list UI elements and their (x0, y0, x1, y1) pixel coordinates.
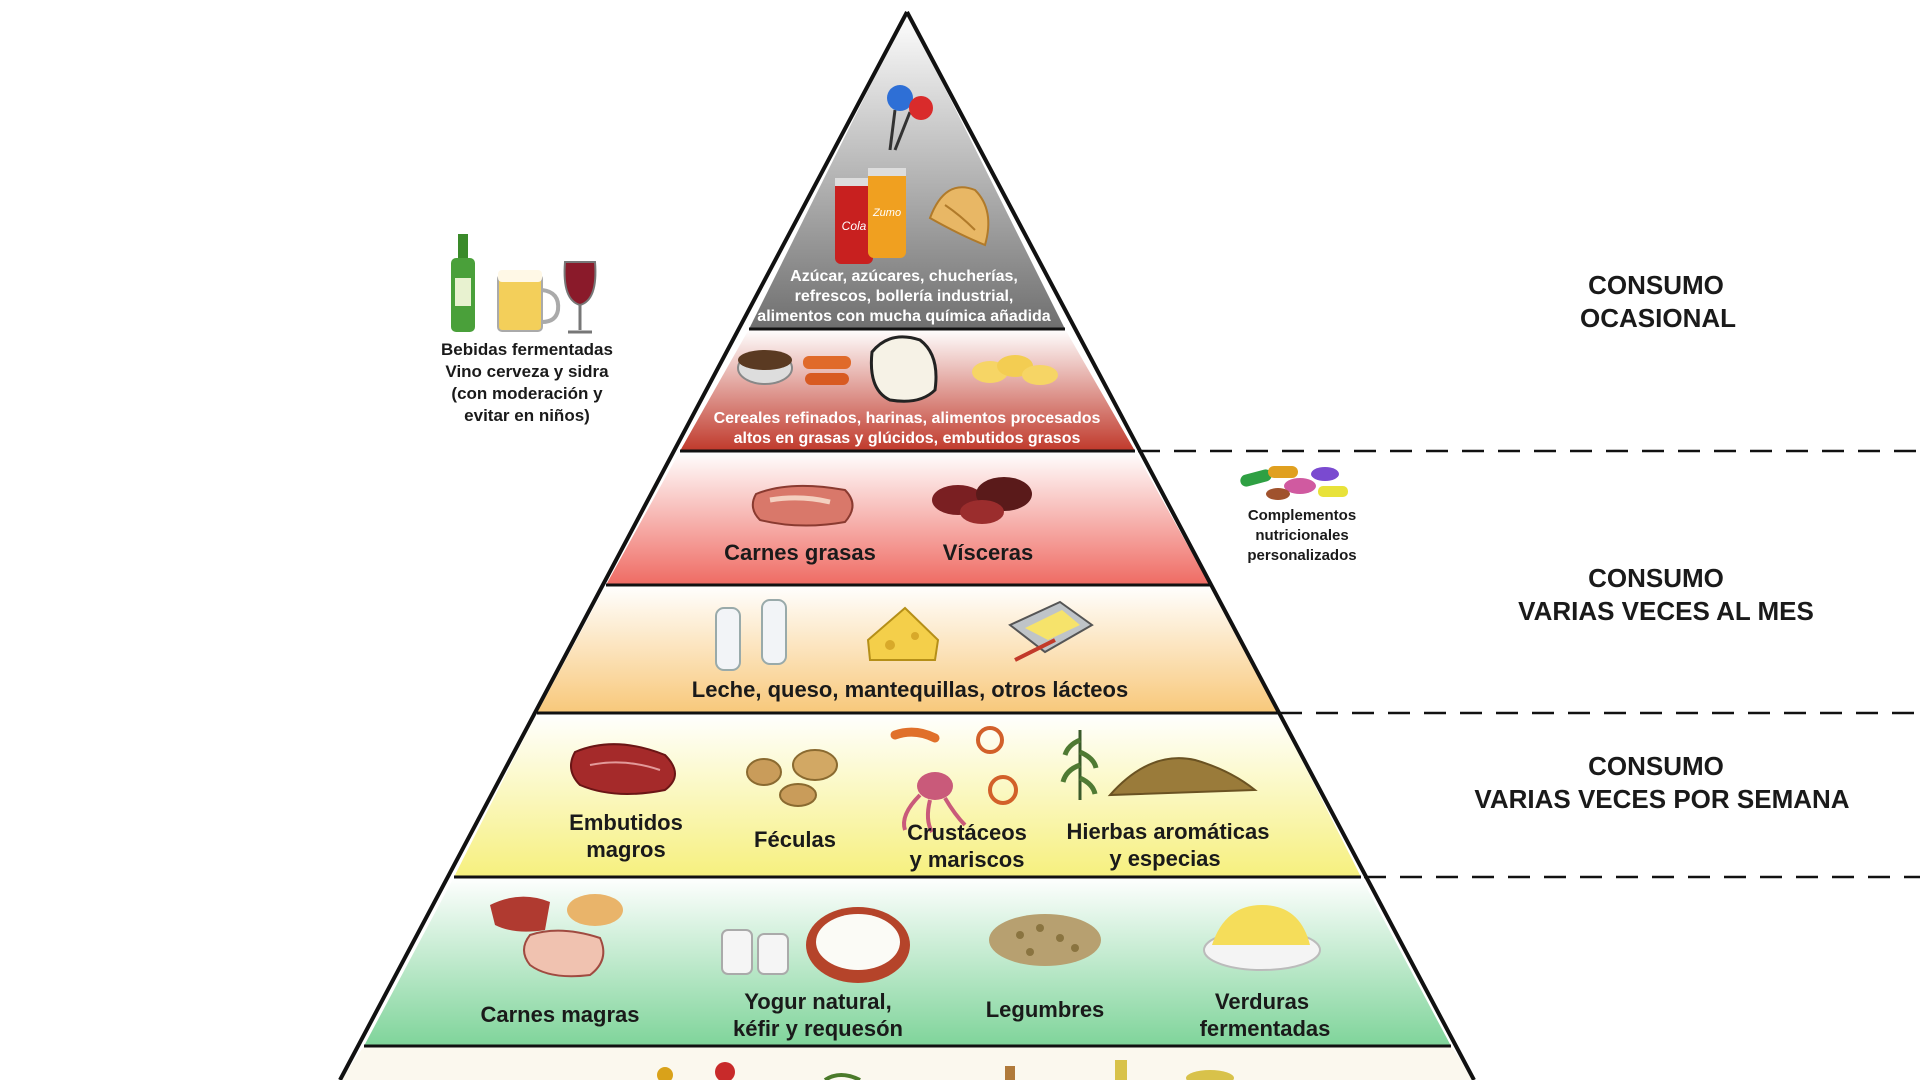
tier6-label1-line1: Carnes magras (481, 1002, 640, 1027)
tier5-label1-line1: Embutidos (569, 810, 683, 835)
beer-mug-icon (497, 270, 561, 332)
tier1-text-line1: Azúcar, azúcares, chucherías, (790, 268, 1018, 285)
tier2-text-line1: Cereales refinados, harinas, alimentos p… (714, 410, 1101, 427)
consumo-ocasional-line2: OCASIONAL (1580, 303, 1736, 333)
tier5-label2-line1: Féculas (754, 827, 836, 852)
soda-can-label: Cola (842, 219, 867, 233)
cheese-icon (866, 606, 940, 661)
tier6-label4-line2: fermentadas (1200, 1016, 1331, 1041)
side-right-line2: nutricionales (1255, 527, 1348, 544)
consumo-semana-line1: CONSUMO (1588, 751, 1724, 781)
side-left-line3: (con moderación y (451, 384, 603, 403)
croissant-icon (928, 186, 990, 247)
chips-icon (972, 355, 1058, 385)
consumo-mes-line1: CONSUMO (1588, 563, 1724, 593)
juice-can-label: Zumo (872, 207, 901, 219)
potato-icon (746, 749, 838, 807)
tier3-label-offal: Vísceras (943, 540, 1034, 565)
tier1-text-line2: refrescos, bollería industrial, (795, 288, 1014, 305)
tier4-text: Leche, queso, mantequillas, otros lácteo… (692, 677, 1128, 702)
wine-glass-icon (563, 261, 597, 334)
fermented-drinks-icons (451, 234, 597, 334)
tier5-label1-line2: magros (586, 837, 665, 862)
fermented-vegetables-icon (1203, 905, 1321, 971)
tier-weekly-band (454, 713, 1361, 877)
tier5-label4-line1: Hierbas aromáticas (1067, 819, 1270, 844)
lean-meat-icon (490, 894, 623, 978)
consumo-semana-line2: VARIAS VECES POR SEMANA (1474, 784, 1849, 814)
yogurt-icon (721, 907, 910, 983)
butter-icon (1008, 600, 1094, 662)
consumo-ocasional-line1: CONSUMO (1588, 270, 1724, 300)
soda-can-icon: Cola Zumo (835, 168, 906, 264)
tier6-label2-line2: kéfir y requesón (733, 1016, 903, 1041)
tier6-label4-line1: Verduras (1215, 989, 1309, 1014)
sausage-icon (803, 356, 851, 385)
seafood-icon (890, 726, 1018, 834)
cereal-bowl-icon (737, 350, 793, 385)
milk-bottle-icon (715, 599, 787, 671)
tier-sugar-band (749, 12, 1065, 329)
pills-icon (1240, 466, 1348, 500)
tier2-text-line2: altos en grasas y glúcidos, embutidos gr… (734, 430, 1081, 447)
tier5-label3-line1: Crustáceos (907, 820, 1027, 845)
consumo-mes-line2: VARIAS VECES AL MES (1518, 596, 1814, 626)
pyramid-outline (338, 11, 1476, 1081)
tier6-label3-line1: Legumbres (986, 997, 1105, 1022)
tier-fatty-meat-band (606, 451, 1210, 585)
side-left-line1: Bebidas fermentadas (441, 340, 613, 359)
bottle-icon (451, 234, 475, 332)
herbs-spices-icon (1060, 730, 1258, 800)
frequency-separators (1138, 449, 1920, 879)
side-left-line2: Vino cerveza y sidra (445, 362, 609, 381)
legumes-icon (989, 914, 1101, 966)
tier6-label2-line1: Yogur natural, (744, 989, 892, 1014)
tier1-text-line3: alimentos con mucha química añadida (757, 308, 1051, 325)
lean-sausage-icon (570, 743, 676, 795)
lollipop-icon (887, 85, 933, 151)
offal-icon (932, 477, 1032, 524)
side-right-line1: Complementos (1248, 507, 1356, 524)
fatty-meat-icon (751, 484, 854, 527)
side-right-line3: personalizados (1247, 547, 1356, 564)
tier-daily-band (364, 877, 1451, 1046)
tier-base-band (341, 1046, 1474, 1080)
tier5-label3-line2: y mariscos (910, 847, 1025, 872)
side-left-line4: evitar en niños) (464, 406, 590, 425)
tier5-label4-line2: y especias (1109, 846, 1220, 871)
tier3-label-fatty-meat: Carnes grasas (724, 540, 876, 565)
flour-sack-icon (869, 335, 938, 403)
